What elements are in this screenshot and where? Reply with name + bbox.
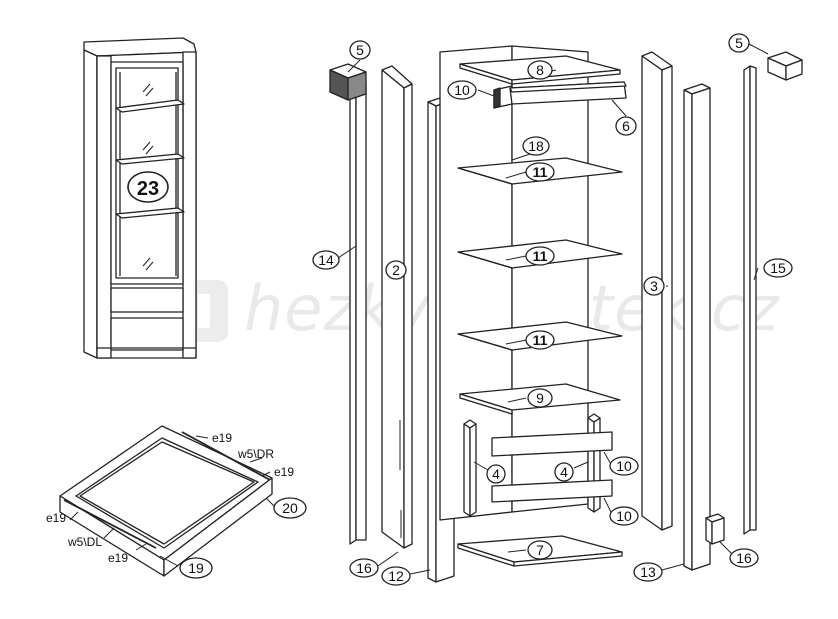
hardware-labels: e19 w5\DR e19 e19 w5\DL e19 bbox=[46, 431, 294, 565]
callout-11-a-label: 11 bbox=[533, 164, 548, 180]
callout-8-label: 8 bbox=[536, 62, 544, 78]
callout-2: 2 bbox=[385, 260, 407, 280]
callout-4-b-label: 4 bbox=[560, 464, 568, 480]
callout-5-left-label: 5 bbox=[356, 42, 364, 58]
callout-11-b: 11 bbox=[525, 246, 555, 266]
callout-5-right: 5 bbox=[728, 33, 750, 53]
callout-16-right: 16 bbox=[729, 548, 759, 568]
callout-6-label: 6 bbox=[622, 118, 630, 134]
hardware-e19-bottom: e19 bbox=[108, 551, 128, 565]
callout-8: 8 bbox=[527, 60, 553, 80]
callout-19-label: 19 bbox=[188, 560, 204, 576]
callout-23: 23 bbox=[127, 171, 169, 203]
rail-4a bbox=[463, 419, 477, 517]
rail-10-top bbox=[493, 85, 513, 109]
foot-16-right bbox=[705, 513, 725, 545]
callout-5-right-label: 5 bbox=[735, 35, 743, 51]
rail-10-bottom bbox=[491, 479, 613, 503]
hardware-w5dl: w5\DL bbox=[67, 535, 102, 549]
callout-14-label: 14 bbox=[318, 252, 334, 268]
callout-4-a-label: 4 bbox=[492, 466, 500, 482]
callout-11-a: 11 bbox=[525, 162, 555, 182]
callout-9: 9 bbox=[527, 388, 553, 408]
callout-6: 6 bbox=[615, 116, 637, 136]
rail-10-middle bbox=[491, 431, 613, 457]
side-panel-2 bbox=[381, 65, 413, 549]
drawer-assembly bbox=[59, 425, 273, 577]
hardware-e19-left: e19 bbox=[46, 511, 66, 525]
callout-20-label: 20 bbox=[282, 500, 298, 516]
callout-13-label: 13 bbox=[640, 564, 656, 580]
callout-15-label: 15 bbox=[770, 260, 786, 276]
callout-2-label: 2 bbox=[392, 262, 400, 278]
hardware-e19-top: e19 bbox=[212, 431, 232, 445]
callout-10-bottom: 10 bbox=[609, 506, 639, 526]
rail-6 bbox=[509, 81, 627, 105]
front-post-13 bbox=[683, 83, 711, 571]
hardware-w5dr: w5\DR bbox=[237, 447, 274, 461]
callout-4-a: 4 bbox=[486, 464, 506, 484]
callout-12-label: 12 bbox=[388, 568, 404, 584]
callout-13: 13 bbox=[633, 562, 663, 582]
hardware-e19-right: e19 bbox=[274, 465, 294, 479]
callout-18-label: 18 bbox=[528, 138, 544, 154]
callout-10-top: 10 bbox=[447, 80, 477, 100]
callout-4-b: 4 bbox=[554, 462, 574, 482]
callout-7-label: 7 bbox=[536, 542, 544, 558]
callout-20: 20 bbox=[273, 497, 307, 519]
callout-11-b-label: 11 bbox=[533, 248, 548, 264]
callout-12: 12 bbox=[381, 566, 411, 586]
callout-7: 7 bbox=[527, 540, 553, 560]
callout-14: 14 bbox=[312, 250, 340, 270]
callout-11-c-label: 11 bbox=[533, 332, 548, 348]
callout-10-middle: 10 bbox=[609, 456, 639, 476]
callout-16-left: 16 bbox=[349, 558, 379, 578]
callout-10-top-label: 10 bbox=[454, 82, 470, 98]
callout-19: 19 bbox=[179, 557, 213, 579]
callout-3-label: 3 bbox=[650, 278, 658, 294]
callout-3: 3 bbox=[643, 276, 665, 296]
side-strip-14 bbox=[349, 81, 367, 545]
callout-18: 18 bbox=[522, 136, 550, 156]
callout-15: 15 bbox=[763, 258, 793, 278]
callout-11-c: 11 bbox=[525, 330, 555, 350]
callout-16-right-label: 16 bbox=[736, 550, 752, 566]
callout-5-left: 5 bbox=[349, 40, 371, 60]
top-cap-5-right bbox=[767, 51, 803, 81]
callout-9-label: 9 bbox=[536, 390, 544, 406]
callout-23-label: 23 bbox=[137, 178, 159, 200]
side-strip-15 bbox=[743, 65, 757, 535]
callout-10-middle-label: 10 bbox=[616, 458, 632, 474]
callout-16-left-label: 16 bbox=[356, 560, 372, 576]
callout-10-bottom-label: 10 bbox=[616, 508, 632, 524]
assembled-cabinet bbox=[83, 37, 197, 359]
top-cap-5-left bbox=[329, 63, 367, 101]
